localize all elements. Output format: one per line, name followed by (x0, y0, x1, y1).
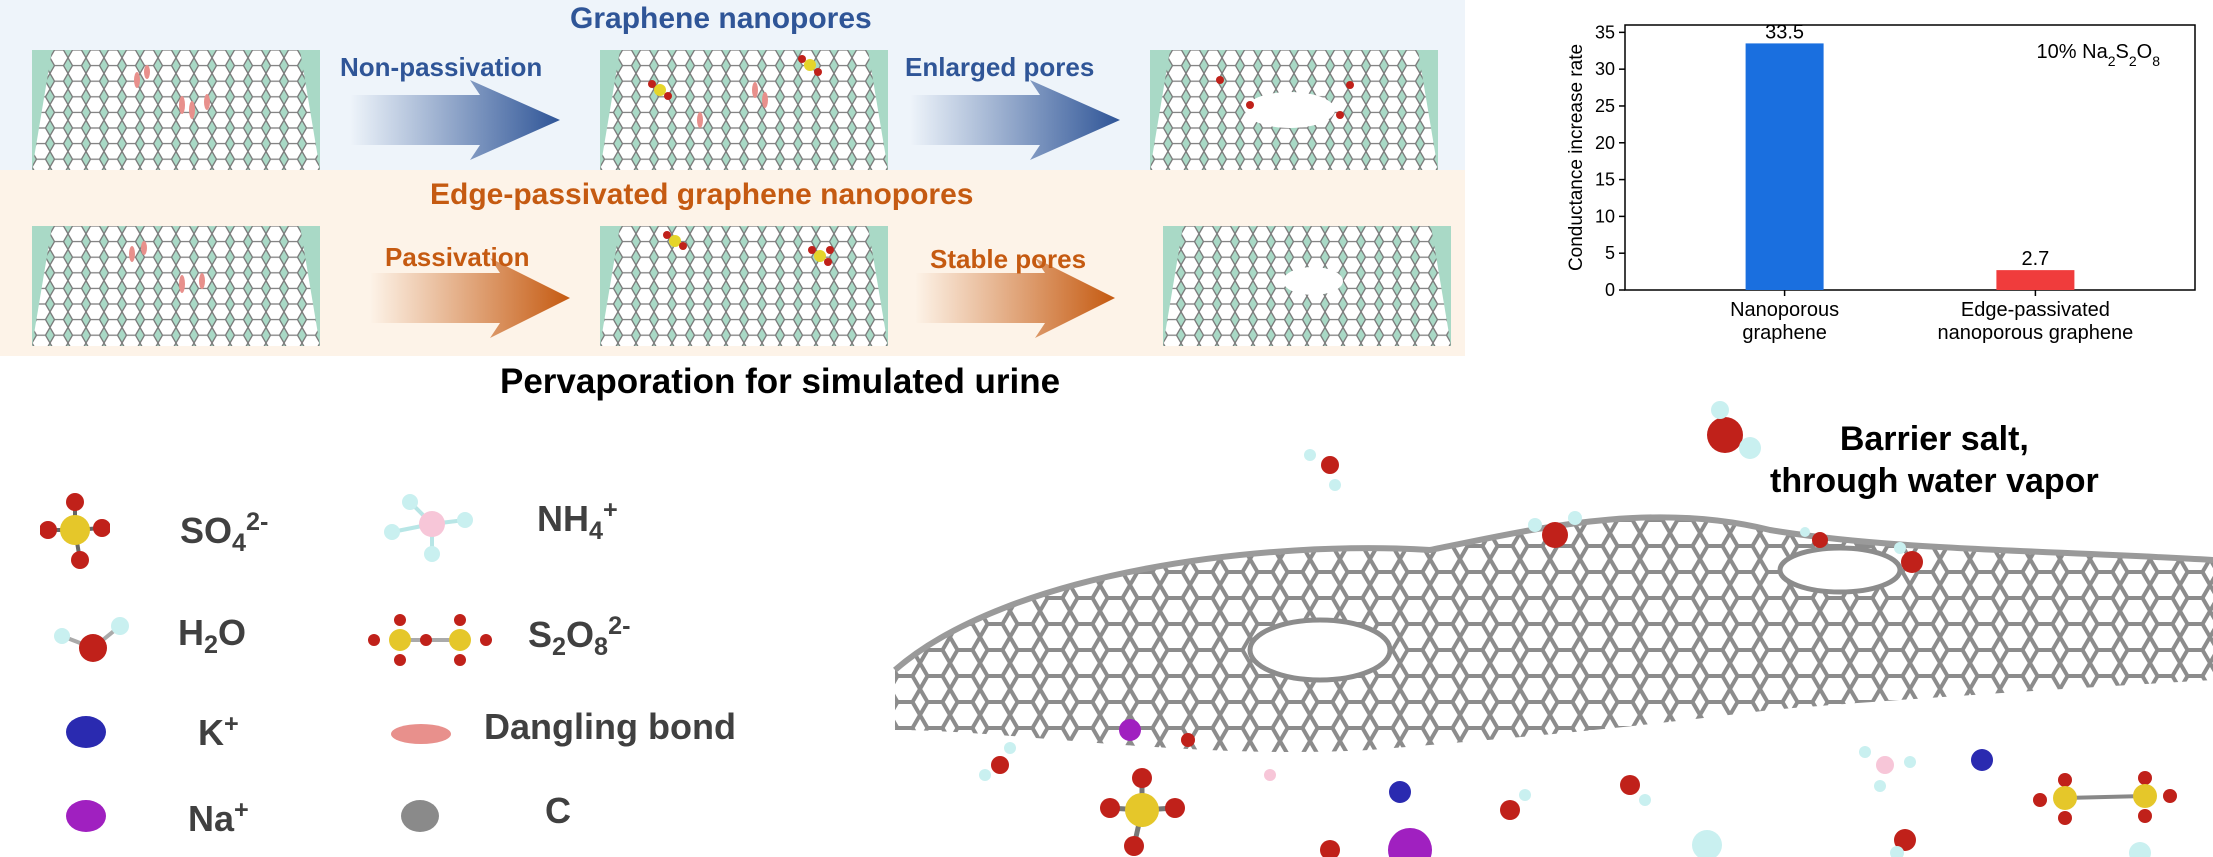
y-axis-label: Conductance increase rate (1566, 44, 1587, 271)
ammonium-label: NH4+ (537, 496, 618, 546)
carbon-label: C (545, 790, 571, 831)
bar (1996, 270, 2075, 290)
bar (1745, 43, 1824, 291)
y-tick-label: 10 (1595, 206, 1615, 226)
water-label: H2O (178, 612, 247, 660)
passivation-label: Passivation (385, 242, 530, 272)
non-passivation-label: Non-passivation (340, 52, 543, 82)
y-tick-label: 30 (1595, 59, 1615, 79)
potassium-ion-icon (66, 716, 106, 748)
barrier-salt-annotation: Barrier salt, through water vapor (1770, 418, 2099, 502)
annotation-line-2: through water vapor (1770, 462, 2099, 500)
graphene-sheet-image-2 (600, 50, 888, 170)
ammonium-molecule-icon (384, 494, 473, 562)
annotation-line-1: Barrier salt, (1839, 420, 2029, 458)
potassium-label: K+ (198, 710, 239, 753)
plot-frame (1624, 24, 2196, 291)
x-tick-label: nanoporous graphene (1938, 322, 2134, 344)
water-molecule-icon (54, 617, 129, 662)
x-tick-label: Edge-passivated (1961, 299, 2110, 321)
y-tick-label: 35 (1595, 22, 1615, 42)
stable-pores-label: Stable pores (930, 244, 1087, 274)
graphene-sheet-image-6 (1163, 226, 1451, 346)
graphene-sheet-image-5 (600, 226, 888, 346)
chart-annotation: 10% Na2S2O8 (2037, 41, 2161, 69)
enlarged-pores-label: Enlarged pores (905, 52, 1095, 82)
x-tick-label: Nanoporous (1730, 299, 1839, 321)
y-tick-label: 25 (1595, 96, 1615, 116)
carbon-atom-icon (401, 800, 439, 832)
dangling-bond-icon (391, 724, 451, 744)
graphene-sheet-image-4 (32, 226, 320, 346)
y-tick-label: 5 (1605, 243, 1615, 263)
sodium-label: Na+ (188, 796, 249, 839)
dangling-bond-label: Dangling bond (484, 706, 736, 747)
x-tick-label: graphene (1742, 322, 1827, 344)
graphene-sheet-image-3 (1150, 50, 1438, 170)
edge-passivated-title: Edge-passivated graphene nanopores (430, 178, 974, 211)
main-title: Pervaporation for simulated urine (500, 362, 1061, 401)
persulfate-molecule-icon (368, 614, 492, 666)
graphene-sheet-image-1 (32, 50, 320, 170)
y-tick-label: 20 (1595, 133, 1615, 153)
sulfate-label: SO42- (180, 508, 269, 558)
graphene-membrane-scene (893, 401, 2213, 857)
bar-value-label: 33.5 (1765, 21, 1804, 43)
y-tick-label: 15 (1595, 170, 1615, 190)
stable-pores-arrow-icon (905, 258, 1125, 368)
enlarged-pores-arrow-icon (900, 80, 1120, 190)
bar-value-label: 2.7 (2021, 248, 2049, 270)
persulfate-label: S2O82- (528, 612, 631, 662)
non-passivation-arrow-icon (340, 80, 560, 190)
sodium-ion-icon (66, 800, 106, 832)
y-tick-label: 0 (1605, 280, 1615, 300)
graphene-nanopores-title: Graphene nanopores (570, 2, 872, 35)
passivation-arrow-icon (360, 258, 580, 368)
sulfate-molecule-icon (40, 493, 110, 569)
